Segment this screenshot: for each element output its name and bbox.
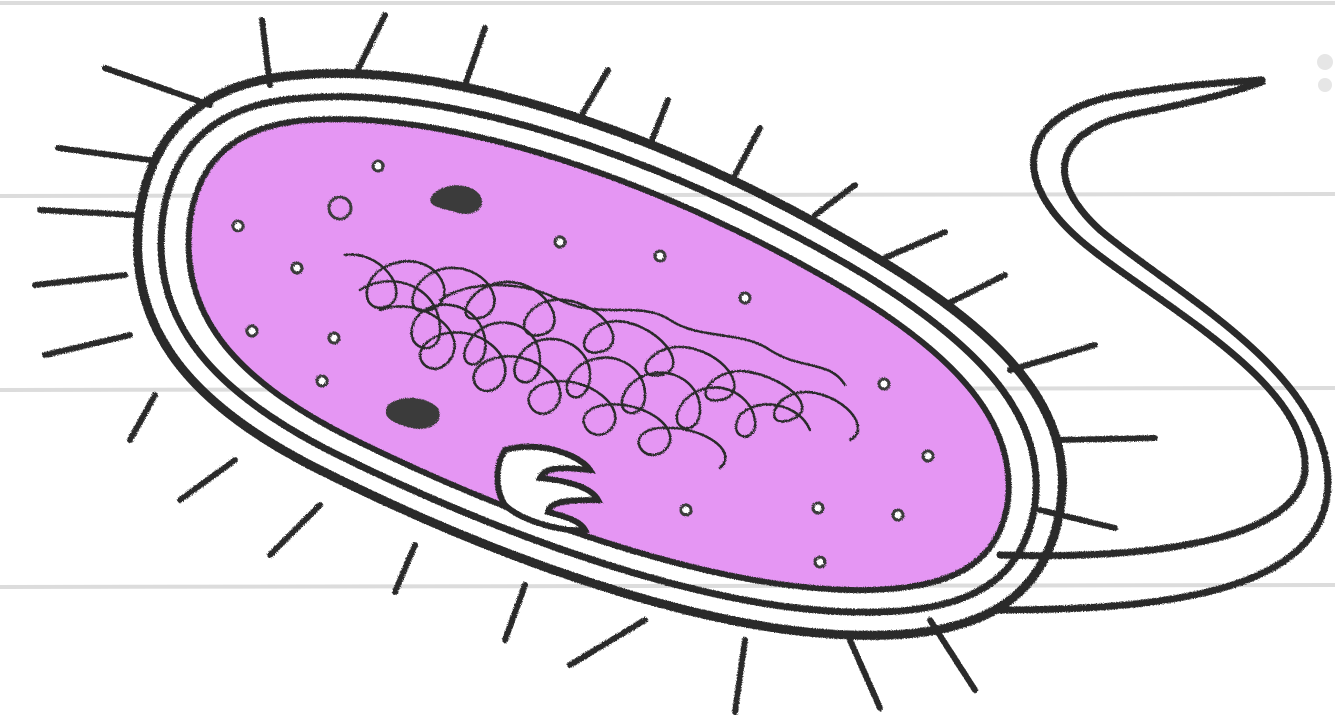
pilus [180,460,235,500]
pilus [45,335,130,355]
pilus [105,68,210,105]
ribosome [233,221,243,231]
pilus [40,210,135,215]
pilus [465,28,485,85]
pilus [735,640,745,712]
pilus [945,275,1005,305]
ribosome [923,451,933,461]
pilus [815,185,855,215]
paper-hole-marks [1317,54,1333,92]
pilus [650,100,668,145]
ribosome [813,503,823,513]
flagellum [1000,80,1328,610]
ribosome [373,161,383,171]
hole-mark [1318,78,1332,92]
ribosome [555,237,565,247]
cytoplasm [189,119,1009,590]
ribosome [292,263,302,273]
ribosome [879,379,889,389]
pilus [58,148,150,160]
ribosome [815,557,825,567]
pilus [270,505,320,555]
pilus [735,128,760,175]
pilus [1040,510,1115,528]
ribosome [317,376,327,386]
pilus [130,395,155,440]
flagellum-inner [1000,82,1328,610]
pilus [1010,345,1095,370]
ribosome [247,326,257,336]
pilus [1055,438,1155,440]
hole-mark [1317,54,1333,70]
pilus [880,232,945,260]
ribosome [740,293,750,303]
ribosome [655,251,665,261]
pilus [505,585,525,640]
ribosome [681,505,691,515]
flagellum-outer [1000,80,1305,556]
pilus [35,275,125,285]
pilus [580,70,608,118]
pilus [850,640,880,708]
pilus [355,15,385,75]
ribosome [893,510,903,520]
pilus [570,620,645,665]
ribosome [329,333,339,343]
